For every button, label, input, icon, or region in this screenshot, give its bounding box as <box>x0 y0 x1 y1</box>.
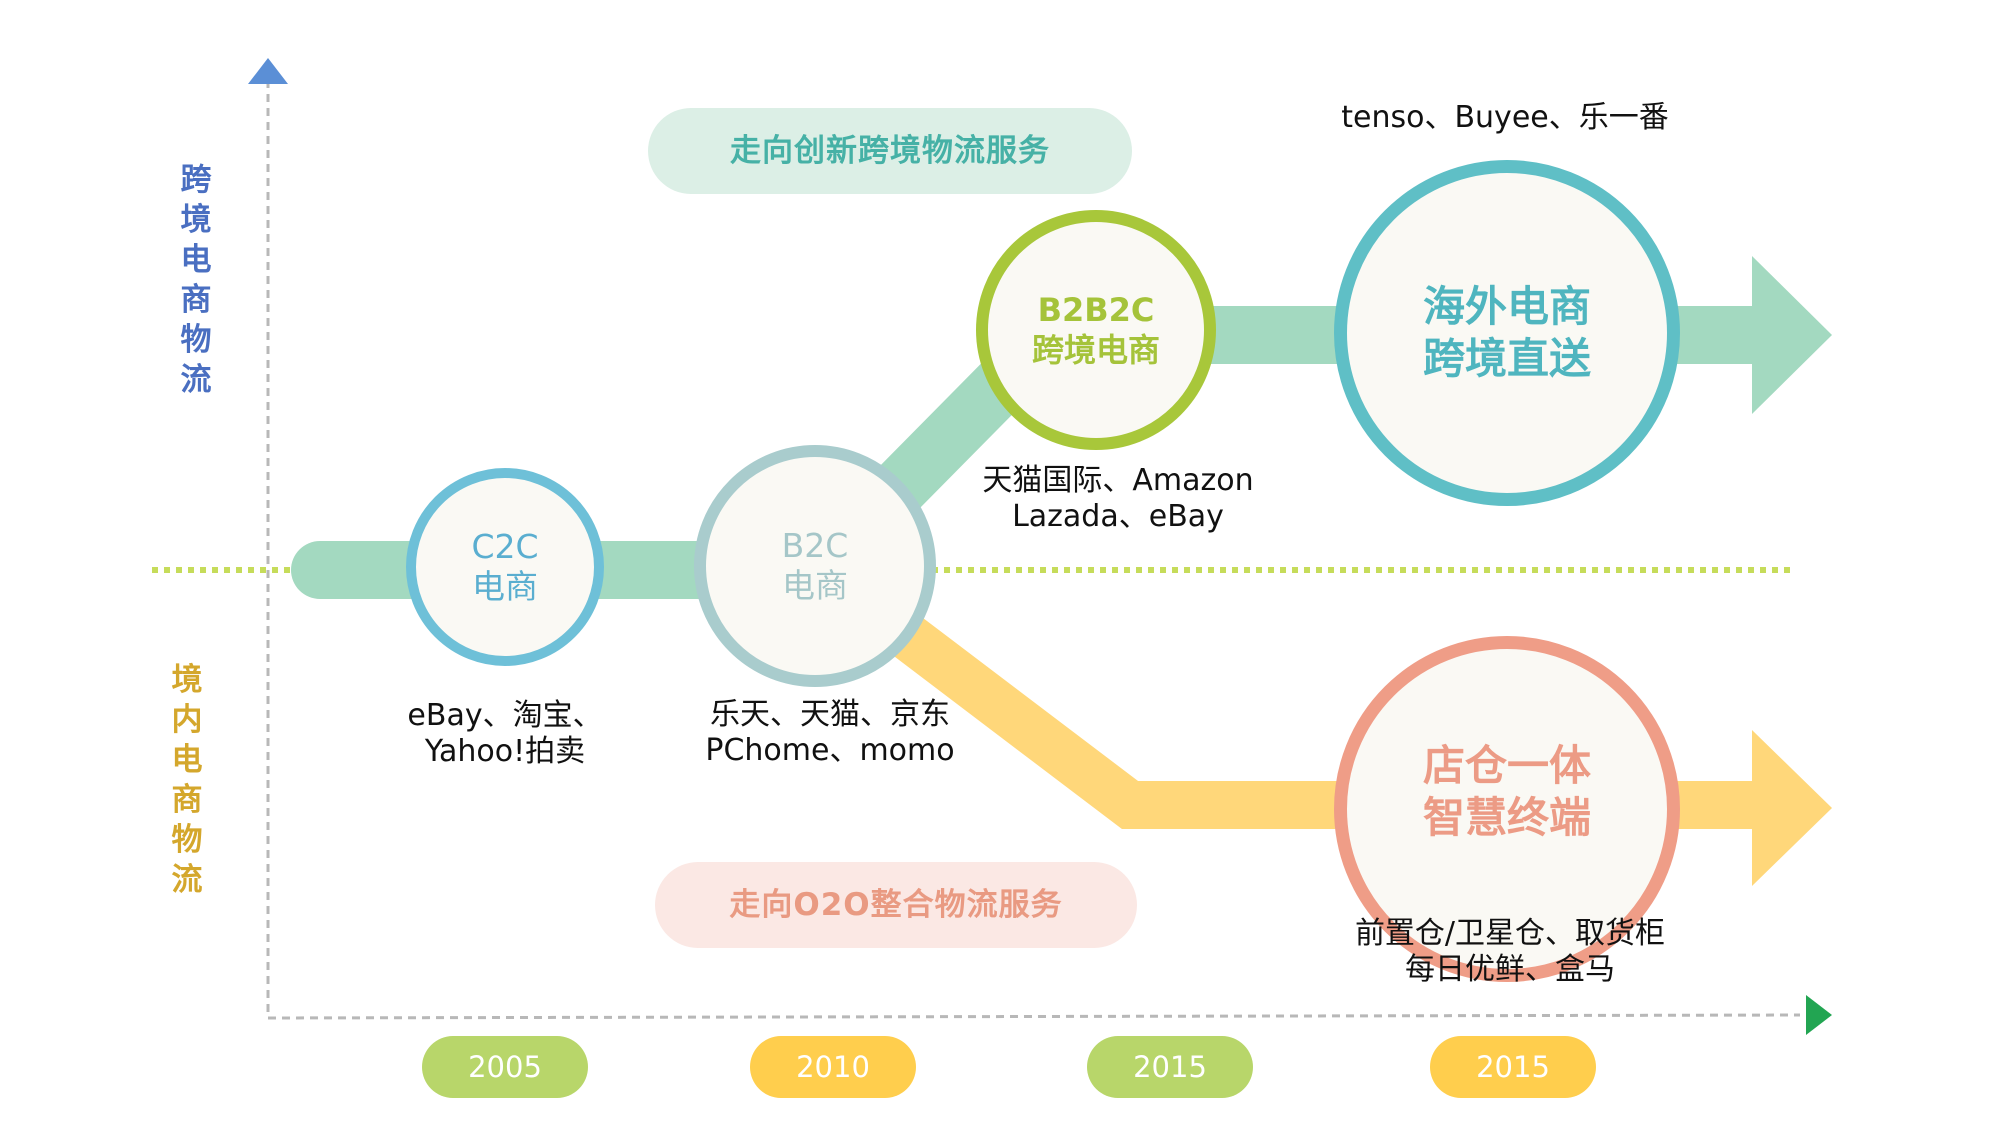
node-b2c: B2C 电商 <box>694 445 936 687</box>
node-c2c: C2C 电商 <box>406 468 604 666</box>
overseas-examples: tenso、Buyee、乐一番 <box>1341 100 1669 135</box>
year-pill-2010: 2010 <box>750 1036 916 1098</box>
node-b2c-subtitle: 电商 <box>782 566 848 605</box>
x-axis-arrow-icon <box>1806 995 1832 1035</box>
c2c-examples: eBay、淘宝、 Yahoo!拍卖 <box>407 698 603 769</box>
year-pill-2015-domestic: 2015 <box>1430 1036 1596 1098</box>
node-store-subtitle: 智慧终端 <box>1422 793 1591 842</box>
node-overseas: 海外电商 跨境直送 <box>1334 160 1680 506</box>
node-b2b2c-title: B2B2C <box>1037 291 1155 329</box>
b2b2c-examples: 天猫国际、Amazon Lazada、eBay <box>982 463 1254 534</box>
node-b2b2c: B2B2C 跨境电商 <box>976 210 1216 450</box>
node-overseas-subtitle: 跨境直送 <box>1422 334 1591 383</box>
o2o-banner: 走向O2O整合物流服务 <box>655 862 1137 948</box>
year-pill-2005: 2005 <box>422 1036 588 1098</box>
crossborder-banner: 走向创新跨境物流服务 <box>648 108 1132 194</box>
domestic-axis-label: 境 内 电 商 物 流 <box>171 662 203 898</box>
b2c-examples: 乐天、天猫、京东 PChome、momo <box>705 697 955 768</box>
node-overseas-title: 海外电商 <box>1422 282 1591 331</box>
node-b2b2c-subtitle: 跨境电商 <box>1031 331 1160 369</box>
crossborder-axis-label: 跨 境 电 商 物 流 <box>180 162 212 398</box>
y-axis-arrow-icon <box>248 58 288 84</box>
domestic-track-arrow-icon <box>1752 730 1832 886</box>
crossborder-track-arrow-icon <box>1752 256 1832 414</box>
store-examples: 前置仓/卫星仓、取货柜 每日优鲜、盒马 <box>1354 916 1666 987</box>
year-pill-2015-crossborder: 2015 <box>1087 1036 1253 1098</box>
node-c2c-title: C2C <box>471 527 539 566</box>
node-b2c-title: B2C <box>781 526 849 565</box>
x-axis-line <box>267 1013 1801 1020</box>
node-c2c-subtitle: 电商 <box>472 567 538 606</box>
node-store-title: 店仓一体 <box>1422 741 1591 790</box>
